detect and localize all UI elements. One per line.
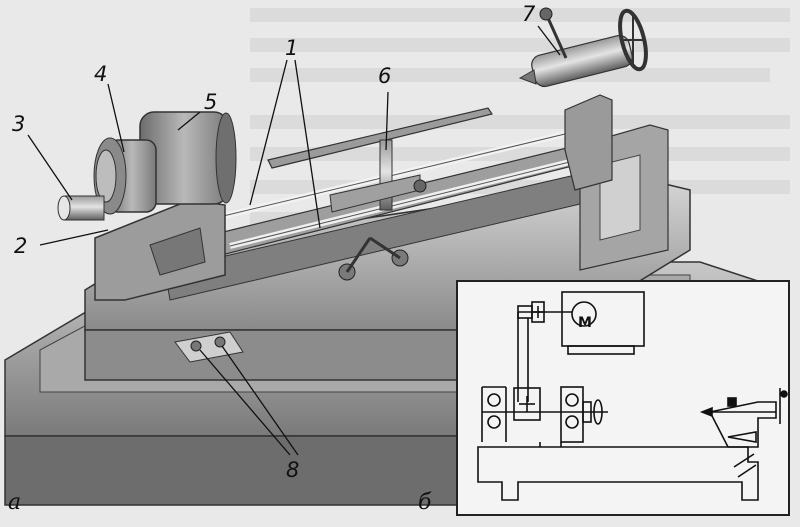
- callout-3: 3: [12, 112, 26, 136]
- callout-1: 1: [285, 36, 299, 60]
- background-text-line: [250, 115, 790, 129]
- schema-drawing: [477, 291, 788, 501]
- motor-symbol: M: [578, 315, 592, 331]
- callout-4: 4: [94, 62, 108, 86]
- tool-rest: [267, 107, 493, 281]
- background-text-line: [250, 68, 770, 82]
- callout-6: 6: [378, 64, 392, 88]
- kinematic-schema: M: [456, 280, 790, 516]
- tailstock: [518, 7, 648, 191]
- callout-8: 8: [286, 458, 300, 482]
- chuck: [93, 137, 157, 215]
- leader-lines: [27, 25, 561, 456]
- panel-label-a: а: [8, 490, 22, 515]
- guide-rails: [214, 125, 611, 249]
- switch-block: [174, 331, 244, 363]
- callout-5: 5: [204, 90, 218, 114]
- background-text-line: [250, 8, 790, 22]
- spindle-shaft: [57, 195, 105, 221]
- callout-7: 7: [522, 2, 536, 26]
- callout-2: 2: [14, 234, 28, 258]
- background-text-line: [250, 38, 790, 52]
- panel-label-b: б: [418, 490, 432, 515]
- headstock-stand: [94, 199, 226, 301]
